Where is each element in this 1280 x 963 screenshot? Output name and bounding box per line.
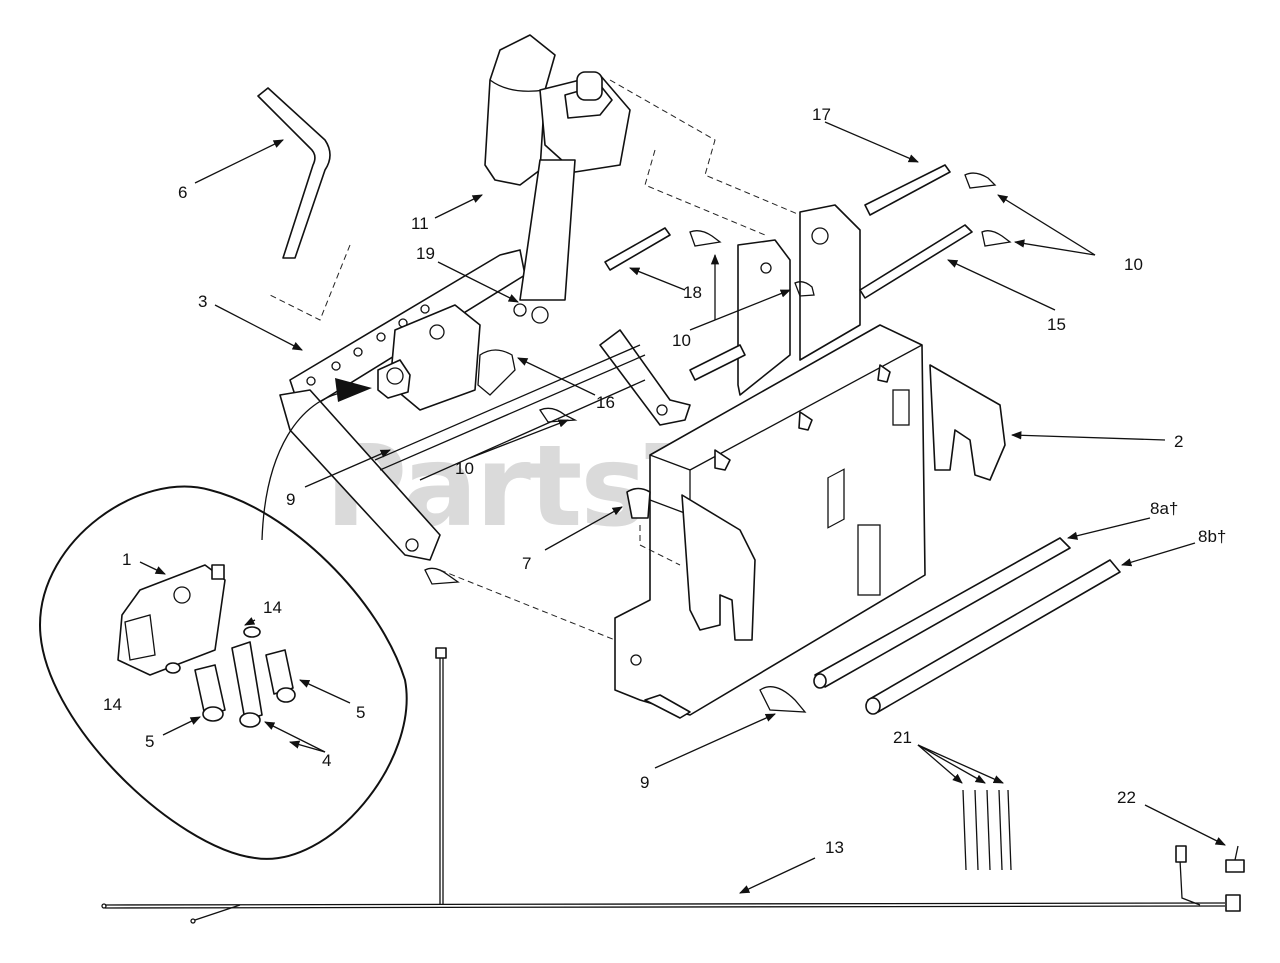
callout-2: 2 (1174, 432, 1183, 451)
callout-4: 4 (322, 751, 331, 770)
rivet (626, 487, 681, 566)
callout-15: 15 (1047, 315, 1066, 334)
callout-10-right: 10 (1124, 255, 1143, 274)
callout-13: 13 (825, 838, 844, 857)
callout-8a: 8a† (1150, 499, 1178, 518)
callout-5-left: 5 (145, 732, 154, 751)
zip-ties (962, 789, 1012, 871)
callout-10-lower: 10 (455, 459, 474, 478)
callout-5-right: 5 (356, 703, 365, 722)
callout-8b: 8b† (1198, 527, 1226, 546)
callout-14-left: 14 (103, 695, 122, 714)
callout-11: 11 (411, 214, 429, 233)
main-bracket (614, 324, 1006, 719)
callout-7: 7 (522, 554, 531, 573)
callout-9-bracket: 9 (640, 773, 649, 792)
callout-22: 22 (1117, 788, 1136, 807)
support-rods (813, 537, 1121, 715)
callout-6: 6 (178, 183, 187, 202)
callout-16: 16 (596, 393, 615, 412)
detail-inset (38, 485, 408, 860)
pins (604, 164, 973, 381)
alignment-lines (269, 79, 801, 641)
wiring-harness (101, 647, 1241, 924)
toggle-switch (1225, 845, 1245, 873)
callout-18: 18 (683, 283, 702, 302)
callout-9-arm: 9 (286, 490, 295, 509)
leader-lines (139, 121, 1226, 894)
pivot-block (377, 304, 481, 411)
upright-plates (737, 204, 861, 396)
callout-19: 19 (416, 244, 435, 263)
inset-pointer-icon (335, 378, 372, 402)
callout-3: 3 (198, 292, 207, 311)
handle (257, 87, 331, 259)
callout-21: 21 (893, 728, 912, 747)
callout-17: 17 (812, 105, 831, 124)
callout-1: 1 (122, 550, 131, 569)
lift-rods (374, 344, 646, 481)
callout-labels: 1 2 3 4 5 5 6 7 8a† 8b† 9 9 10 10 10 11 … (103, 105, 1226, 857)
callout-14-top: 14 (263, 598, 282, 617)
linear-actuator (484, 34, 631, 324)
callout-10-middle: 10 (672, 331, 691, 350)
hairpin-clips (424, 172, 1012, 713)
